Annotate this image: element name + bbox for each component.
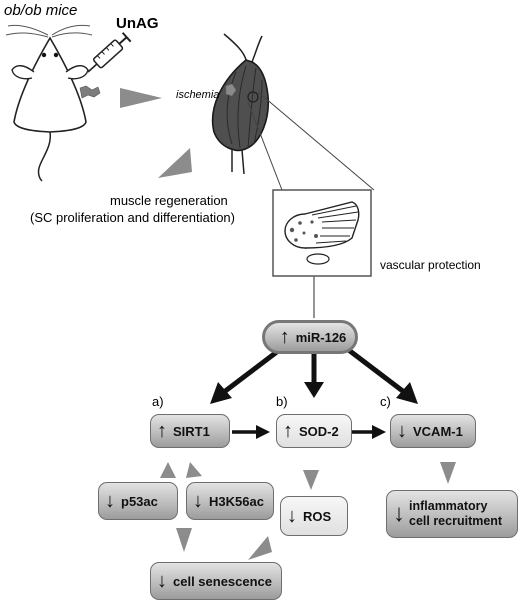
h3k56ac-node: ↓ H3K56ac [186, 482, 274, 520]
down-arrow-icon: ↓ [193, 490, 203, 512]
vcam1-node: ↓ VCAM-1 [390, 414, 476, 448]
zoom-line [257, 91, 375, 191]
muscle-regeneration-arrowhead [158, 148, 192, 178]
up-arrow-icon: ↑ [279, 326, 290, 348]
muscle-illustration [211, 33, 270, 175]
regeneration-label-line1: muscle regeneration [110, 193, 228, 208]
sod2-ros-arrowhead [303, 470, 319, 490]
p53ac-label: p53ac [121, 493, 158, 509]
vcam1-inflammatory-arrowhead [440, 462, 456, 484]
up-arrow-icon: ↑ [157, 420, 167, 442]
mirna-black-arrows [222, 346, 406, 394]
down-arrow-icon: ↓ [287, 505, 297, 527]
injection-to-muscle-arrowhead [120, 88, 162, 108]
syringe-icon [87, 32, 132, 73]
inflammatory-label-line1: inflammatory [409, 499, 488, 513]
mirna-to-vcam1-arrow [344, 346, 406, 394]
mirna-to-sirt1-arrow [222, 346, 284, 394]
h3k56ac-senescence-arrowhead [176, 528, 192, 552]
sirt1-node: ↑ SIRT1 [150, 414, 230, 448]
grey-arrowheads [120, 88, 456, 560]
branch-label-b: b) [276, 394, 288, 409]
sod2-node: ↑ SOD-2 [276, 414, 352, 448]
branch-label-c: c) [380, 394, 391, 409]
inflammatory-recruitment-text: inflammatory cell recruitment [409, 499, 502, 529]
ischemia-label: ischemia [176, 89, 220, 101]
down-arrow-icon: ↓ [105, 490, 115, 512]
regeneration-label-line2: (SC proliferation and differentiation) [30, 210, 235, 225]
treatment-label: UnAG [116, 15, 159, 32]
mir-126-node: ↑ miR-126 [262, 320, 358, 354]
down-arrow-icon: ↓ [157, 570, 167, 592]
down-arrow-icon: ↓ [397, 420, 407, 442]
ros-senescence-arrowhead [248, 536, 272, 560]
vcam1-label: VCAM-1 [413, 423, 463, 439]
branch-label-a: a) [152, 394, 164, 409]
sirt1-p53ac-arrowhead [160, 462, 176, 478]
p53ac-node: ↓ p53ac [98, 482, 178, 520]
vessel-illustration [272, 189, 372, 277]
inflammatory-recruitment-node: ↓ inflammatory cell recruitment [386, 490, 518, 538]
down-arrow-icon: ↓ [393, 500, 405, 527]
cell-senescence-node: ↓ cell senescence [150, 562, 282, 600]
vascular-protection-label: vascular protection [380, 258, 481, 272]
ros-label: ROS [303, 508, 332, 524]
h3k56ac-label: H3K56ac [209, 493, 264, 509]
sod2-label: SOD-2 [299, 423, 339, 439]
sirt1-label: SIRT1 [173, 423, 210, 439]
up-arrow-icon: ↑ [283, 420, 293, 442]
cell-senescence-label: cell senescence [173, 573, 273, 589]
ros-node: ↓ ROS [280, 496, 348, 536]
inflammatory-label-line2: cell recruitment [409, 514, 503, 528]
mouse-model-label: ob/ob mice [4, 2, 78, 19]
zoom-line [247, 101, 283, 191]
mir-126-label: miR-126 [295, 329, 347, 345]
mouse-illustration [5, 24, 101, 182]
sirt1-h3k56ac-arrowhead [186, 462, 202, 478]
